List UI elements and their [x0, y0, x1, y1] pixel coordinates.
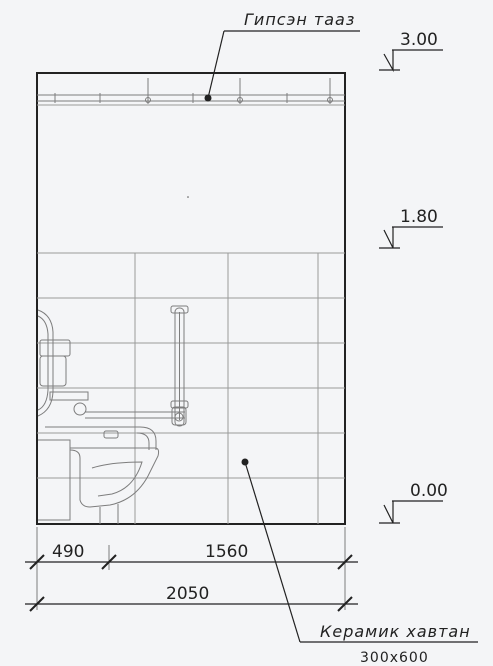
dimension-line-segments — [25, 527, 358, 610]
wall-hung-toilet — [37, 309, 160, 524]
horizontal-grab-bar — [45, 406, 187, 450]
tile-label: Керамик хавтан — [320, 622, 471, 641]
elevation-marker-bottom — [379, 500, 443, 524]
elevation-marker-middle — [379, 226, 443, 249]
elevation-marker-top — [379, 49, 443, 73]
ceramic-tile-grid — [37, 252, 345, 524]
dimension-total: 2050 — [166, 584, 209, 604]
dimension-right: 1560 — [205, 542, 248, 562]
elevation-top: 3.00 — [400, 30, 438, 50]
ceiling-leader — [204, 30, 360, 102]
tile-leader — [241, 458, 478, 643]
tile-size-label: 300x600 — [360, 650, 429, 666]
elevation-bottom: 0.00 — [410, 481, 448, 501]
vertical-grab-bar — [170, 305, 189, 427]
ceiling-label: Гипсэн таaз — [244, 10, 355, 29]
dimension-line-total — [25, 596, 358, 612]
dimension-left: 490 — [52, 542, 84, 562]
elevation-middle: 1.80 — [400, 207, 438, 227]
gypsum-ceiling — [37, 78, 345, 106]
center-mark — [187, 196, 189, 198]
